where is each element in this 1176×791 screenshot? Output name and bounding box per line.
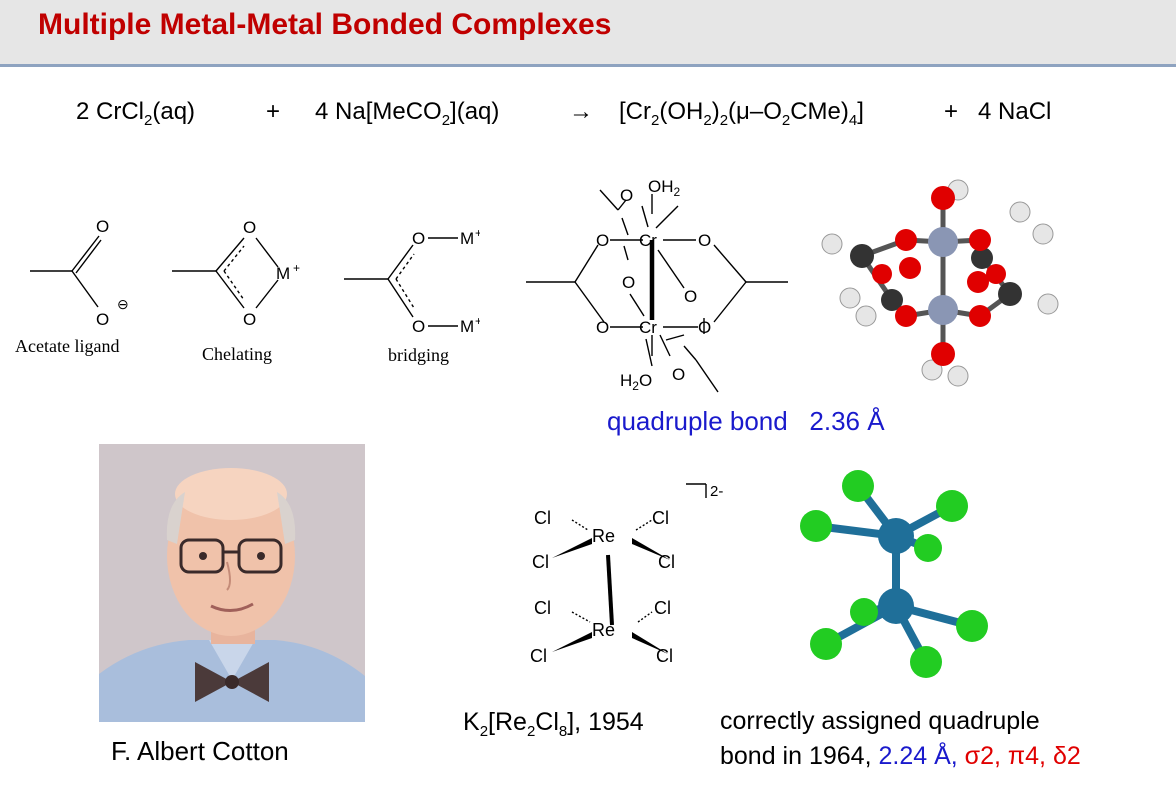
rhenium-chloride-structure: Re Re Cl Cl Cl Cl Cl Cl Cl Cl 2- [530, 483, 723, 666]
chromium-acetate-structure: Cr Cr O O O O O O O O OH2 H2O [526, 177, 788, 393]
chlorine-6: Cl [654, 598, 671, 618]
chromium-top: Cr [639, 231, 657, 250]
acetate-modes-diagram: O O ⊖ O O M + O O M + M + [30, 217, 480, 336]
rhenium-note-line-1: correctly assigned quadruple [720, 707, 1040, 735]
rhenium-formula: K2[Re2Cl8], 1954 [463, 708, 644, 740]
equation-reactant-1: 2 CrCl2(aq) [76, 98, 196, 129]
label-bridging: bridging [388, 345, 449, 365]
water-ligand-top: OH2 [648, 177, 681, 199]
oxygen-bottom-left: O [596, 318, 609, 337]
header-rule [0, 64, 1176, 67]
chromium-bottom: Cr [639, 318, 657, 337]
portrait-drawing [99, 444, 365, 722]
oxygen-top-left: O [596, 231, 609, 250]
equation-plus: + [266, 98, 281, 125]
slide-header [0, 0, 1176, 64]
equation-byproduct: 4 NaCl [978, 98, 1052, 125]
label-chelating: Chelating [202, 344, 272, 364]
chelating-oxygen-bottom: O [243, 310, 256, 329]
acetate-charge: ⊖ [117, 296, 129, 312]
chlorine-8: Cl [656, 646, 673, 666]
oxygen-lower: O [672, 365, 685, 384]
chromium-bond-label: quadruple bond 2.36 Å [607, 406, 885, 436]
acetate-oxygen-top: O [96, 217, 109, 236]
slide-title: Multiple Metal-Metal Bonded Complexes [38, 8, 612, 41]
chelating-metal-charge: + [293, 261, 300, 275]
rhenium-orbital-config: σ2, π4, δ2 [964, 742, 1081, 770]
chelating-oxygen-top: O [243, 218, 256, 237]
bridging-metal-top-charge: + [475, 226, 480, 240]
cotton-portrait [99, 444, 365, 722]
chlorine-4: Cl [658, 552, 675, 572]
rhenium-bottom: Re [592, 620, 615, 640]
oxygen-top-right: O [698, 231, 711, 250]
chlorine-1: Cl [534, 508, 551, 528]
chlorine-7: Cl [530, 646, 547, 666]
chlorine-3: Cl [532, 552, 549, 572]
equation-arrow: → [569, 98, 593, 125]
cotton-caption: F. Albert Cotton [111, 736, 289, 766]
chromium-acetate-ball-model [821, 179, 1059, 387]
chlorine-5: Cl [534, 598, 551, 618]
equation-reactant-2: 4 Na[MeCO2](aq) [315, 98, 500, 129]
bridging-metal-bottom: M [460, 317, 474, 336]
rhenium-note-line-2: bond in 1964, 2.24 Å, σ2, π4, δ2 [720, 742, 1081, 770]
chlorine-2: Cl [652, 508, 669, 528]
oxygen-bottom-right: O [698, 318, 711, 337]
acetate-oxygen-bottom: O [96, 310, 109, 329]
rhenium-bond-length: 2.24 Å, [878, 742, 958, 770]
oxygen-mid-right: O [684, 287, 697, 306]
oxygen-upper: O [620, 186, 633, 205]
equation-plus-2: + [944, 98, 959, 125]
equation-product: [Cr2(OH2)2(μ–O2CMe)4] [619, 98, 864, 129]
bridging-metal-top: M [460, 229, 474, 248]
bridging-oxygen-top: O [412, 229, 425, 248]
oxygen-mid-left: O [622, 273, 635, 292]
anion-charge: 2- [710, 483, 723, 500]
rhenium-top: Re [592, 526, 615, 546]
water-ligand-bottom: H2O [620, 371, 652, 393]
label-acetate-ligand: Acetate ligand [15, 336, 120, 356]
rhenium-chloride-ball-model [800, 470, 988, 678]
bridging-metal-bottom-charge: + [475, 314, 480, 328]
chelating-metal: M [276, 264, 290, 283]
bridging-oxygen-bottom: O [412, 317, 425, 336]
